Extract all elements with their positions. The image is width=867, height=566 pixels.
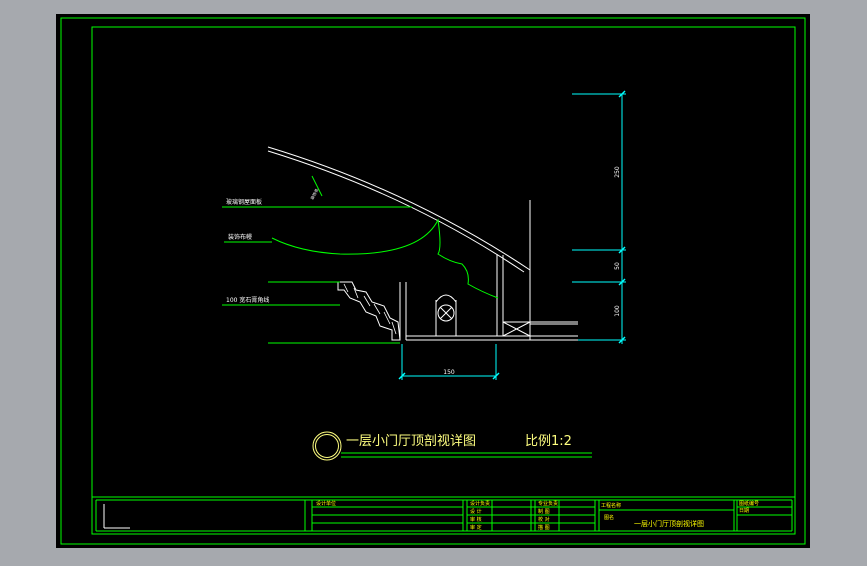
dim-vertical-100: 100 xyxy=(614,305,621,317)
leader-lines xyxy=(222,175,412,344)
field-mid-3: 描 图 xyxy=(538,524,550,531)
field-mid-1: 制 图 xyxy=(538,508,550,515)
field-left-0: 设计负责 xyxy=(470,500,490,507)
dimension-ticks xyxy=(398,90,626,380)
drawing-scale: 比例1:2 xyxy=(525,434,572,449)
inner-frame xyxy=(91,26,796,535)
field-left-3: 审 定 xyxy=(470,524,482,531)
design-unit-label: 设计单位 xyxy=(316,500,336,507)
drawing-number-label: 图纸编号 xyxy=(739,500,759,507)
drawing-title: 一层小门厅顶剖视详图 xyxy=(346,434,476,449)
drawing-date-label: 日期 xyxy=(739,508,749,514)
label-glass-roof: 玻璃钢屋面板 xyxy=(226,198,262,206)
field-mid-0: 专业负责 xyxy=(538,500,558,507)
light-fixture-symbol xyxy=(437,304,455,322)
field-left-1: 设 计 xyxy=(470,508,482,515)
title-block xyxy=(92,496,795,532)
roof-section xyxy=(267,146,578,341)
vent-crossed-box xyxy=(502,321,531,337)
field-left-2: 审 核 xyxy=(470,516,482,523)
dim-vertical-250: 250 xyxy=(614,166,621,178)
slope-note: 装饰条 xyxy=(309,187,320,200)
gypsum-molding xyxy=(337,281,401,341)
detail-marker-inner xyxy=(315,434,339,458)
logo-box xyxy=(103,504,130,529)
dimension-lines xyxy=(401,93,626,380)
label-molding: 100 宽石膏角线 xyxy=(226,296,269,304)
detail-marker-circle xyxy=(312,431,342,461)
drawing-name-value: 一层小门厅顶剖视详图 xyxy=(634,519,704,528)
decorative-drape xyxy=(271,218,499,299)
label-drape: 装饰布幔 xyxy=(228,233,252,241)
dim-vertical-50: 50 xyxy=(614,262,621,270)
drawing-sheet xyxy=(56,14,810,548)
project-name-label: 工程名称 xyxy=(601,502,621,509)
drawing-name-label: 图名 xyxy=(604,514,614,521)
field-mid-2: 校 对 xyxy=(538,516,550,523)
dim-horizontal: 150 xyxy=(443,369,455,376)
outer-frame xyxy=(60,17,806,545)
